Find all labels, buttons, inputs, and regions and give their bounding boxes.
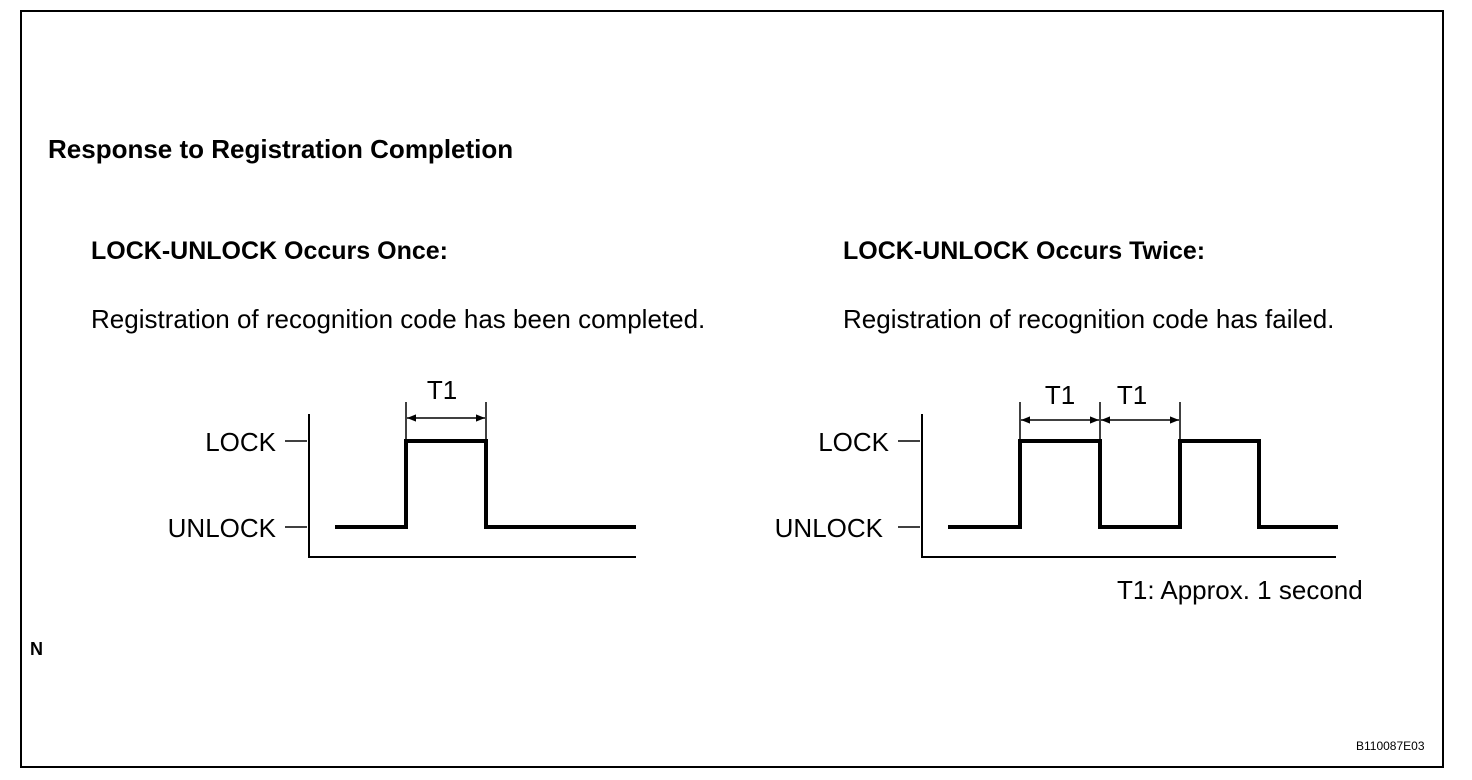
diagram-heading: Response to Registration Completion bbox=[48, 134, 514, 164]
corner-mark: N bbox=[30, 639, 43, 659]
once-lock-label: LOCK bbox=[205, 427, 276, 457]
diagram-frame bbox=[20, 10, 1444, 768]
once-waveform-group: LOCK UNLOCK T1 bbox=[168, 375, 636, 558]
once-axis bbox=[308, 414, 636, 558]
once-title: LOCK-UNLOCK Occurs Once: bbox=[91, 237, 448, 265]
twice-axis bbox=[921, 414, 1336, 558]
t1-duration-note: T1: Approx. 1 second bbox=[1117, 575, 1363, 605]
twice-t1-label-2: T1 bbox=[1117, 380, 1147, 410]
once-unlock-label: UNLOCK bbox=[168, 513, 277, 543]
twice-lock-label: LOCK bbox=[818, 427, 889, 457]
twice-waveform-group: LOCK UNLOCK T1 T1 bbox=[775, 380, 1338, 558]
twice-signal-line bbox=[948, 439, 1338, 529]
twice-title: LOCK-UNLOCK Occurs Twice: bbox=[843, 237, 1206, 265]
once-signal-line bbox=[335, 439, 636, 529]
once-description: Registration of recognition code has bee… bbox=[91, 304, 706, 334]
twice-t1-label-1: T1 bbox=[1045, 380, 1075, 410]
once-t1-label: T1 bbox=[427, 375, 457, 405]
figure-code: B110087E03 bbox=[1356, 739, 1425, 753]
twice-unlock-label: UNLOCK bbox=[775, 513, 884, 543]
twice-description: Registration of recognition code has fai… bbox=[843, 304, 1335, 334]
